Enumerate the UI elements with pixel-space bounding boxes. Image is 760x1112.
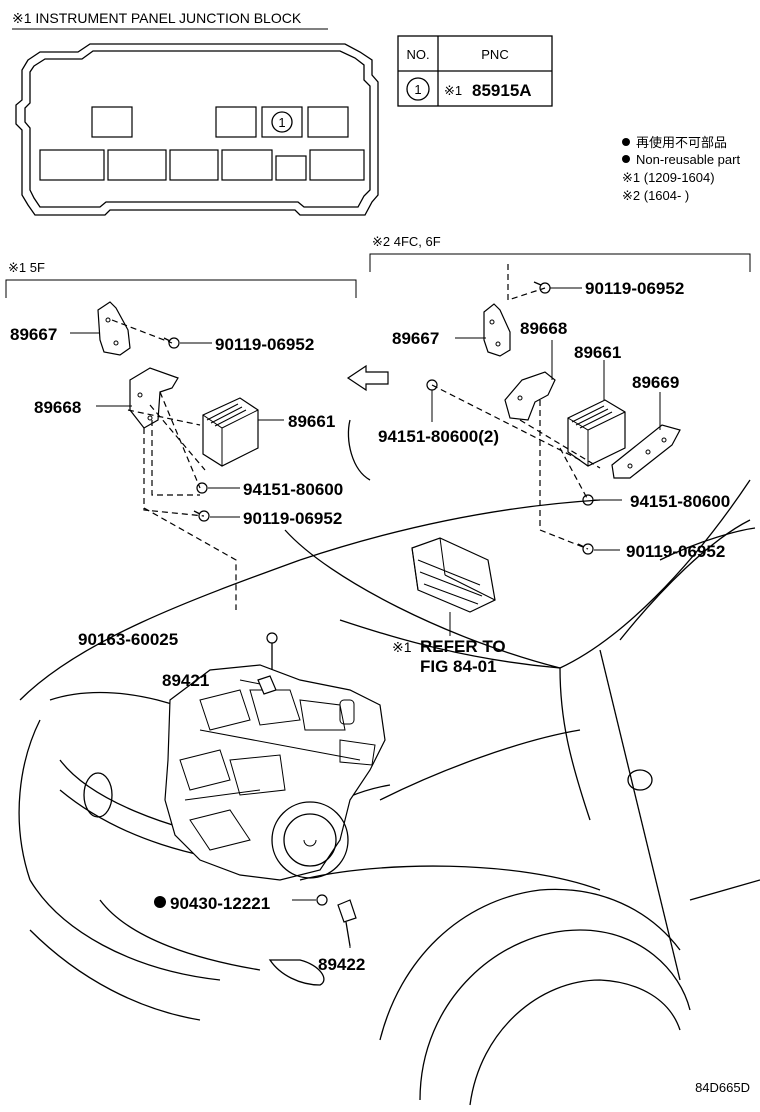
- part-94151-80600-2-right[interactable]: 94151-80600(2): [378, 427, 499, 446]
- part-90430-12221[interactable]: 90430-12221: [170, 894, 270, 913]
- legend-reuse-jp: 再使用不可部品: [636, 135, 727, 150]
- bracket-89667-left: [97, 301, 131, 356]
- fuse-slot: [91, 106, 133, 138]
- bolt-icon: [163, 337, 180, 349]
- part-89661-left[interactable]: 89661: [288, 412, 335, 431]
- part-89668-left[interactable]: 89668: [34, 398, 81, 417]
- transmission-housing: [271, 801, 349, 879]
- part-89667-right[interactable]: 89667: [392, 329, 439, 348]
- bolt-icon: [266, 632, 278, 670]
- fuse-slot: [221, 149, 273, 181]
- direction-arrow-icon: [346, 364, 389, 392]
- fuse-slot: [275, 155, 307, 181]
- fuse-slot: [39, 149, 105, 181]
- junction-block-outline: [15, 43, 379, 216]
- part-90119-06952-right-bottom[interactable]: 90119-06952: [626, 542, 725, 561]
- figure-code: 84D665D: [695, 1080, 750, 1095]
- fuse-slot: [107, 149, 167, 181]
- fuse-slot: [309, 149, 365, 181]
- fuse-1-number: 1: [278, 115, 285, 130]
- section-left-bracket: [5, 279, 357, 298]
- part-89669-right[interactable]: 89669: [632, 373, 679, 392]
- fuse-slot: [307, 106, 349, 138]
- legend-reuse-en: Non-reusable part: [636, 152, 740, 167]
- pnc-row-no: 1: [414, 82, 421, 97]
- bolt-icon: [193, 510, 210, 522]
- pnc-row-code: 85915A: [472, 81, 532, 100]
- part-94151-80600-left[interactable]: 94151-80600: [243, 480, 343, 499]
- refer-prefix: ※1: [392, 639, 412, 655]
- non-reusable-dot-icon: [154, 896, 166, 908]
- part-90119-06952-left-bottom[interactable]: 90119-06952: [243, 509, 342, 528]
- part-89661-right[interactable]: 89661: [574, 343, 621, 362]
- legend-note-2: ※2 (1604- ): [622, 188, 689, 203]
- ecm-unit: [411, 537, 496, 613]
- refer-line-2[interactable]: FIG 84-01: [420, 657, 497, 676]
- section-left-label: ※1 5F: [8, 260, 45, 275]
- part-90119-06952-right-top[interactable]: 90119-06952: [585, 279, 684, 298]
- pnc-col-no: NO.: [406, 47, 429, 62]
- non-reusable-dot-icon: [622, 138, 630, 146]
- junction-block-title: ※1 INSTRUMENT PANEL JUNCTION BLOCK: [12, 10, 302, 26]
- bracket-89667-right: [483, 303, 511, 357]
- fuse-slot: [169, 149, 219, 181]
- legend-note-1: ※1 (1209-1604): [622, 170, 715, 185]
- gasket-90430: [316, 894, 328, 906]
- part-94151-80600-right[interactable]: 94151-80600: [630, 492, 730, 511]
- non-reusable-dot-icon: [622, 155, 630, 163]
- fuse-1-marker: [271, 111, 293, 133]
- right-assembly: [426, 264, 681, 555]
- fuse-slots: 1: [39, 106, 365, 181]
- pnc-row-marker: [406, 77, 430, 101]
- pnc-table: NO. PNC 1 ※1 85915A: [397, 35, 553, 107]
- fuse-slot: [215, 106, 257, 138]
- pnc-row-prefix: ※1: [444, 83, 462, 98]
- bracket-89668-right: [504, 371, 556, 421]
- legend: 再使用不可部品 Non-reusable part ※1 (1209-1604)…: [622, 135, 740, 203]
- engine-assembly: [164, 664, 386, 881]
- pnc-col-pnc: PNC: [481, 47, 508, 62]
- part-89421[interactable]: 89421: [162, 671, 209, 690]
- part-89422[interactable]: 89422: [318, 955, 365, 974]
- sensor-89421: [257, 675, 277, 695]
- part-90163-60025[interactable]: 90163-60025: [78, 630, 178, 649]
- sensor-89422: [337, 899, 357, 947]
- left-assembly: [70, 301, 284, 610]
- section-right-bracket: [369, 253, 751, 272]
- part-89667-left[interactable]: 89667: [10, 325, 57, 344]
- section-right-label: ※2 4FC, 6F: [372, 234, 441, 249]
- part-89668-right[interactable]: 89668: [520, 319, 567, 338]
- refer-line-1[interactable]: REFER TO: [420, 637, 506, 656]
- part-90119-06952-left-top[interactable]: 90119-06952: [215, 335, 314, 354]
- vehicle-body-outline: [18, 419, 760, 1106]
